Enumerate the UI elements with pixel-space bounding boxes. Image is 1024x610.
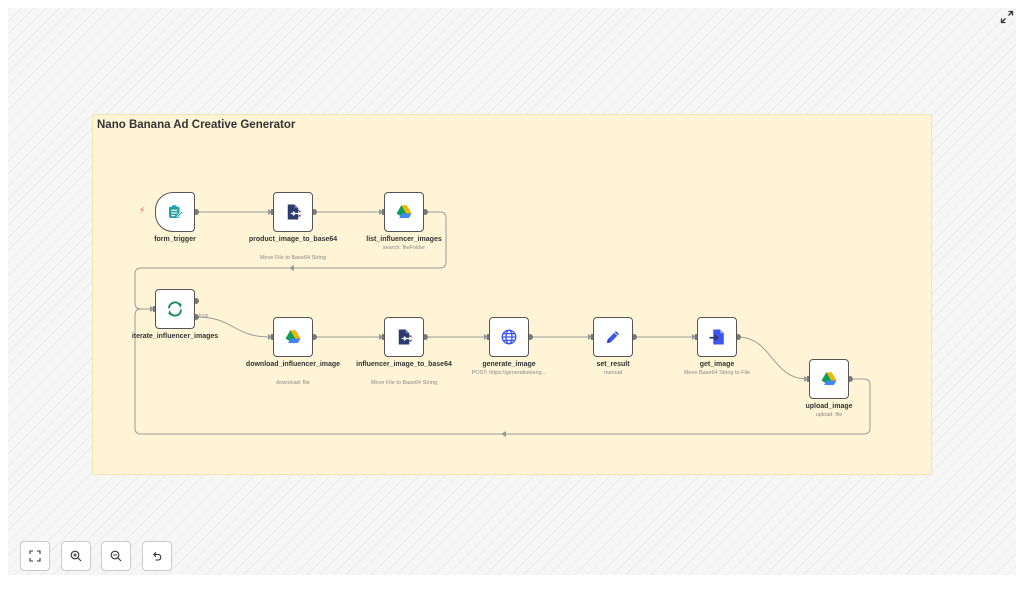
node-generate-image-label: generate_image: [482, 361, 536, 368]
node-download-influencer-image-label: download_influencer_image: [245, 361, 341, 368]
google-drive-icon: [284, 328, 302, 346]
node-set-result-label: set_result: [596, 361, 630, 368]
sticky-note-title: Nano Banana Ad Creative Generator: [97, 119, 296, 131]
zoom-to-fit-button[interactable]: [20, 541, 50, 571]
node-generate-image[interactable]: [489, 317, 529, 357]
node-list-influencer-images-label: list_influencer_images: [366, 236, 442, 243]
node-list-influencer-images[interactable]: [384, 192, 424, 232]
node-upload-image[interactable]: [809, 359, 849, 399]
node-form-trigger-label: form_trigger: [154, 236, 196, 243]
node-get-image[interactable]: [697, 317, 737, 357]
node-product-image-to-base64-subtitle: Move File to Base64 String: [259, 255, 327, 261]
google-drive-icon: [820, 370, 838, 388]
reset-zoom-button[interactable]: [142, 541, 172, 571]
file-import-icon: [708, 328, 726, 346]
node-product-image-to-base64[interactable]: [273, 192, 313, 232]
globe-icon: [500, 328, 518, 346]
node-set-result[interactable]: [593, 317, 633, 357]
zoom-in-button[interactable]: [61, 541, 91, 571]
zoom-in-icon: [70, 550, 82, 562]
node-get-image-subtitle: Move Base64 String to File: [683, 370, 751, 376]
node-influencer-image-to-base64-subtitle: Move File to Base64 String: [370, 380, 438, 386]
loop-icon: [166, 300, 184, 318]
node-set-result-subtitle: manual: [603, 370, 623, 376]
form-icon: [166, 203, 184, 221]
node-download-influencer-image-subtitle: download: file: [276, 380, 310, 386]
node-influencer-image-to-base64[interactable]: [384, 317, 424, 357]
edge-iterate-to-download: [195, 316, 272, 338]
file-convert-icon: [284, 203, 302, 221]
fit-view-icon: [29, 550, 41, 562]
loop-output-label: loop: [199, 313, 209, 319]
node-iterate-influencer-images[interactable]: [155, 289, 195, 329]
node-upload-image-subtitle: upload: file: [815, 412, 843, 418]
node-iterate-influencer-images-label: iterate_influencer_images: [131, 333, 219, 340]
pencil-icon: [604, 328, 622, 346]
zoom-out-button[interactable]: [101, 541, 131, 571]
node-product-image-to-base64-label: product_image_to_base64: [248, 236, 338, 243]
node-generate-image-subtitle: POST: https://generativelang...: [471, 370, 547, 376]
zoom-out-icon: [110, 550, 122, 562]
fullscreen-icon[interactable]: [1000, 10, 1014, 24]
node-list-influencer-images-subtitle: search: fileFolder: [382, 245, 426, 251]
node-upload-image-label: upload_image: [805, 403, 853, 410]
node-download-influencer-image[interactable]: [273, 317, 313, 357]
node-get-image-label: get_image: [699, 361, 735, 368]
node-influencer-image-to-base64-label: influencer_image_to_base64: [356, 361, 452, 368]
sticky-note[interactable]: [92, 114, 932, 475]
edge-get-to-upload: [737, 336, 808, 380]
undo-icon: [151, 550, 163, 562]
node-form-trigger[interactable]: [155, 192, 195, 232]
trigger-bolt-icon: ⚡: [139, 205, 146, 215]
google-drive-icon: [395, 203, 413, 221]
file-convert-icon: [395, 328, 413, 346]
